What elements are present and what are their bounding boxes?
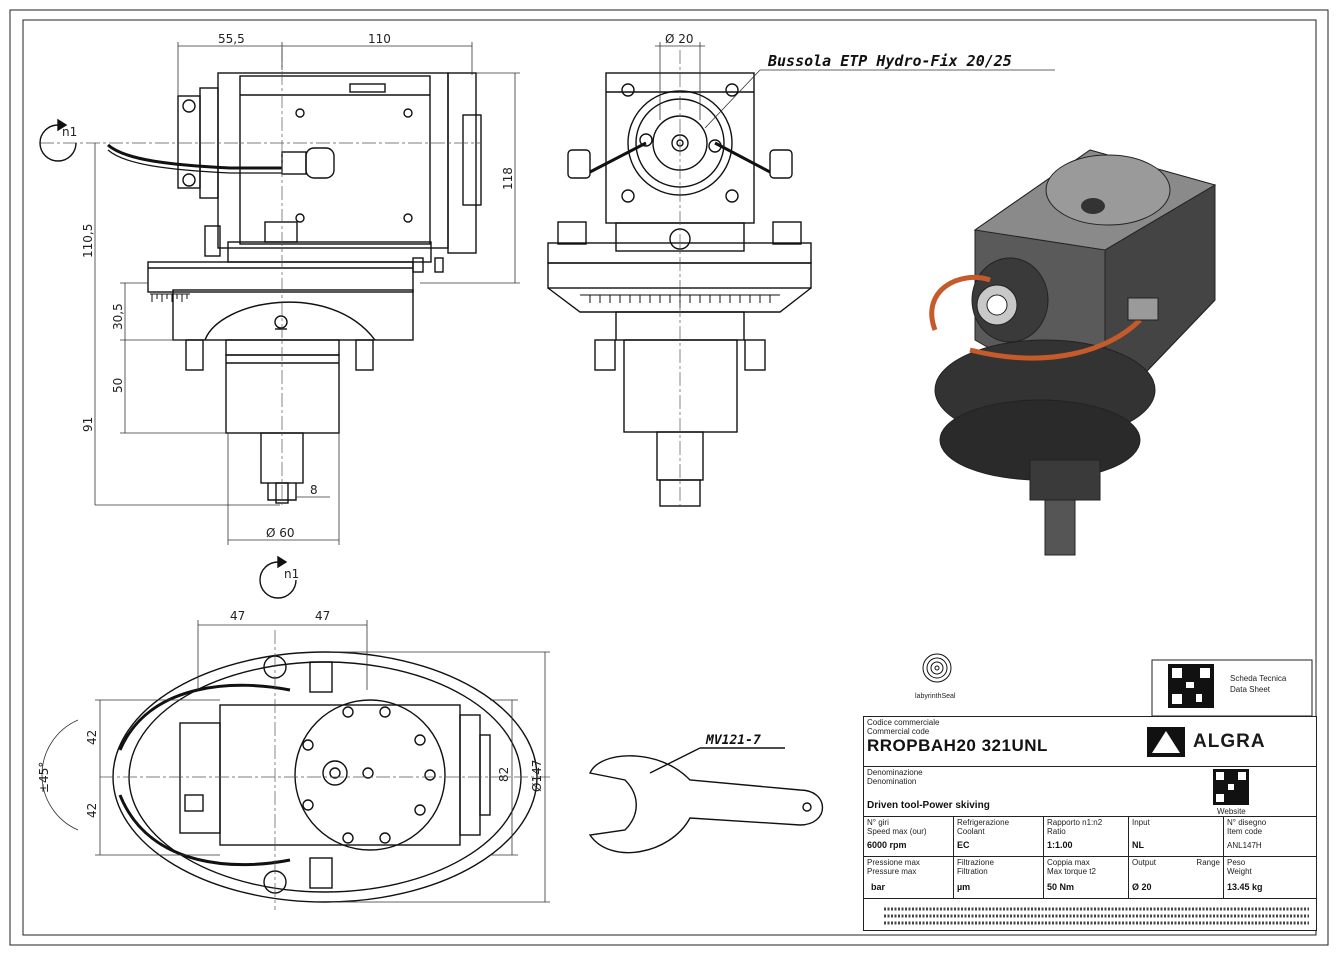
website-cell: Website [1139,767,1316,817]
wrench-drawing [588,747,824,854]
qr-code-datasheet [1151,659,1313,717]
code-cell: Codice commerciale Commercial code RROPB… [864,717,1139,767]
dim-dia-147: Ø147 [530,760,544,792]
side-view [547,72,812,507]
commercial-code-value: RROPBAH20 321UNL [867,736,1048,755]
brand-cell: ALGRA [1139,717,1316,767]
output-label-en: Range [1196,858,1220,867]
legal-fine-print [864,899,1316,930]
sheet-border-inner [22,19,1317,936]
dim-42-top: 42 [85,730,99,745]
filtration-label-en: Filtration [957,867,988,876]
dim-91: 91 [81,417,95,432]
weight-label-en: Weight [1227,867,1252,876]
front-dimension-lines [94,42,520,545]
dim-dia-60: Ø 60 [266,526,295,540]
denom-label-it: Denominazione [867,768,923,777]
ratio-value: 1:1.00 [1047,840,1073,850]
torque-label-en: Max torque t2 [1047,867,1096,876]
ratio-cell: Rapporto n1:n2 Ratio 1:1.00 [1044,817,1129,857]
input-label: Input [1132,818,1150,827]
torque-label-it: Coppia max [1047,858,1090,867]
qr-caption-line1: Scheda Tecnica [1230,674,1287,683]
output-value: Ø 20 [1132,882,1152,892]
dim-110: 110 [368,32,391,46]
wrench-label: MV121-7 [705,733,761,748]
input-value: NL [1132,840,1144,850]
denomination-value: Driven tool-Power skiving [867,800,990,811]
qr-caption-line2: Data Sheet [1230,685,1271,694]
algra-logo-icon [1147,726,1185,757]
pressure-value: bar [871,882,886,892]
filtration-label-it: Filtrazione [957,858,994,867]
front-scale-ticks [150,293,190,302]
front-view [107,72,482,504]
rotation-arrow-icon-2 [259,555,297,599]
weight-cell: Peso Weight 13.45 kg [1224,857,1316,899]
side-dimension-lines [655,42,1055,129]
rotation-label-n1-top: n1 [62,125,77,139]
torque-cell: Coppia max Max torque t2 50 Nm [1044,857,1129,899]
dim-110-5: 110,5 [81,224,95,258]
front-dimension-texts: 55,5 110 118 110,5 30,5 50 91 8 Ø 60 [81,32,515,540]
dim-55-5: 55,5 [218,32,245,46]
fine-print-lines [884,907,1309,925]
rotation-label-n1-bottom: n1 [284,567,299,581]
drawing-no-cell: N° disegno Item code ANL147H [1224,817,1316,857]
dim-8: 8 [310,483,318,497]
top-dimension-lines [41,620,550,903]
denomination-cell: Denominazione Denomination Driven tool-P… [864,767,1139,817]
pressure-label-en: Pressure max [867,867,917,876]
website-label: Website [1217,807,1246,816]
dim-dia-20: Ø 20 [665,32,694,46]
pressure-label-it: Pressione max [867,858,920,867]
dim-30-5: 30,5 [111,303,125,330]
sheet-border-outer [9,9,1329,946]
rotation-arrow-icon [39,118,77,162]
input-cell: Input NL [1129,817,1224,857]
filtration-cell: Filtrazione Filtration µm [954,857,1044,899]
drawing-no-value: ANL147H [1227,841,1262,850]
torque-value: 50 Nm [1047,882,1075,892]
code-label-en: Commercial code [867,727,930,736]
pressure-cell: Pressione max Pressure max bar [864,857,954,899]
coolant-label-it: Refrigerazione [957,818,1010,827]
coolant-label-en: Coolant [957,827,985,836]
side-scale-ticks [580,290,780,308]
drawing-no-label-en: Item code [1227,827,1263,836]
iso-view-image [929,149,1217,556]
ratio-label-it: Rapporto n1:n2 [1047,818,1103,827]
bushing-label: Bussola ETP Hydro-Fix 20/25 [767,52,1012,70]
title-block: Codice commerciale Commercial code RROPB… [863,716,1317,931]
coolant-value: EC [957,840,970,850]
labyrinth-seal-caption: labyrinthSeal [915,693,956,700]
weight-label-it: Peso [1227,858,1246,867]
dim-42-bottom: 42 [85,803,99,818]
output-cell: Output Range Ø 20 [1129,857,1224,899]
dim-82: 82 [497,767,511,782]
speed-label-it: N° giri [867,818,889,827]
dim-47-left: 47 [230,609,245,623]
speed-value: 6000 rpm [867,840,907,850]
ratio-label-en: Ratio [1047,827,1066,836]
labyrinth-seal-icon [922,653,952,683]
dim-47-right: 47 [315,609,330,623]
dim-50: 50 [111,378,125,393]
dim-pm-45: ±45° [37,762,51,793]
denom-label-en: Denomination [867,777,917,786]
code-label-it: Codice commerciale [867,718,940,727]
coolant-cell: Refrigerazione Coolant EC [954,817,1044,857]
brand-name: ALGRA [1193,730,1266,752]
speed-label-en: Speed max (our) [867,827,927,836]
drawing-no-label-it: N° disegno [1227,818,1267,827]
dim-118: 118 [501,167,515,190]
output-label-it: Output [1132,858,1157,867]
filtration-value: µm [957,882,971,892]
speed-cell: N° giri Speed max (our) 6000 rpm [864,817,954,857]
weight-value: 13.45 kg [1227,882,1263,892]
website-qr-icon [1213,769,1249,805]
